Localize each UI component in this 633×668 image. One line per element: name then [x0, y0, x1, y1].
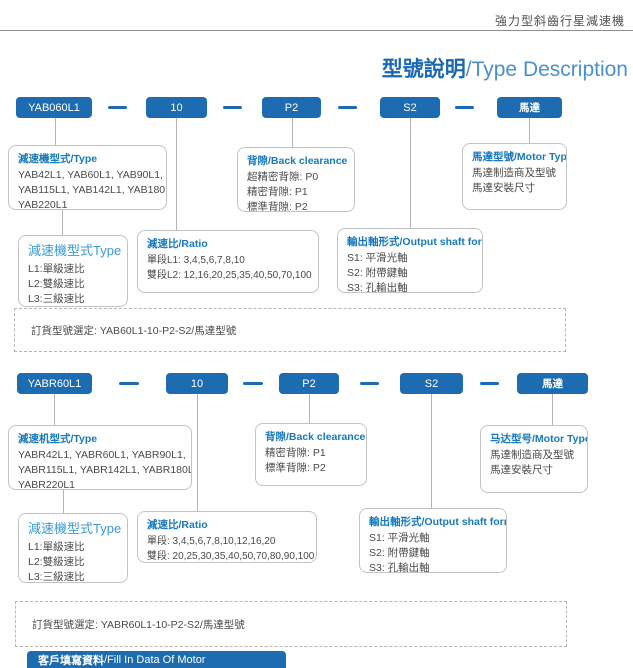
- callout-stage-line: L3:三級速比: [28, 571, 85, 583]
- callout-ratio-line: 雙段: 20,25,30,35,40,50,70,80,90,100: [147, 551, 315, 562]
- connector-line: [410, 118, 411, 228]
- connector-line: [55, 118, 56, 145]
- page-title-zh: 型號說明: [381, 58, 466, 81]
- callout-backlash: 背隙/Back clearance 精密背隙: P1 標準背隙: P2: [255, 423, 367, 486]
- callout-backlash-line: 標準背隙: P2: [265, 462, 326, 474]
- callout-stage-title: 減速機型式Type: [28, 243, 122, 258]
- code-box-ratio: 10: [146, 97, 207, 118]
- callout-type-line: YAB115L1, YAB142L1, YAB180L1,: [18, 184, 167, 196]
- callout-output-shaft-line: S2: 附帶鍵軸: [347, 267, 408, 279]
- dash-separator: [119, 382, 139, 385]
- connector-line: [197, 394, 198, 511]
- callout-motor-type: 马达型号/Motor Type 馬達制造商及型號 馬達安裝尺寸: [480, 425, 588, 493]
- connector-line: [552, 394, 553, 425]
- callout-stage-line: L2:雙級速比: [28, 556, 85, 568]
- order-note-box: 訂貨型號選定: YABR60L1-10-P2-S2/馬達型號: [15, 601, 567, 647]
- callout-motor-type-line: 馬達安裝尺寸: [472, 182, 535, 194]
- callout-type-line: YAB220L1: [18, 199, 68, 210]
- code-box-backlash: P2: [262, 97, 321, 118]
- callout-output-shaft-line: S3: 孔輸出軸: [369, 562, 430, 573]
- header-rule: [0, 30, 633, 31]
- connector-line: [63, 490, 64, 513]
- callout-output-shaft-title: 輸出軸形式/Output shaft form: [369, 516, 507, 528]
- callout-type: 減速機型式/Type YAB42L1, YAB60L1, YAB90L1, YA…: [8, 145, 167, 210]
- callout-ratio: 減速比/Ratio 單段: 3,4,5,6,7,8,10,12,16,20 雙段…: [137, 511, 317, 563]
- callout-motor-type-title: 馬達型號/Motor Type: [472, 151, 567, 163]
- callout-ratio: 減速比/Ratio 單段L1: 3,4,5,6,7,8,10 雙段L2: 12,…: [137, 230, 319, 293]
- code-box-motor: 馬達: [517, 373, 588, 394]
- callout-output-shaft-title: 輸出軸形式/Output shaft form: [347, 236, 483, 248]
- callout-output-shaft-line: S3: 孔輸出軸: [347, 282, 408, 293]
- dash-separator: [223, 106, 242, 109]
- callout-backlash: 背隙/Back clearance 超精密背隙: P0 精密背隙: P1 標準背…: [237, 147, 355, 212]
- callout-stage-line: L1:單級速比: [28, 263, 85, 275]
- code-box-model: YAB060L1: [16, 97, 92, 118]
- callout-motor-type: 馬達型號/Motor Type 馬達制造商及型號 馬達安裝尺寸: [462, 143, 567, 210]
- callout-ratio-line: 雙段L2: 12,16,20,25,35,40,50,70,100: [147, 270, 312, 281]
- callout-output-shaft-line: S2: 附帶鍵軸: [369, 547, 430, 559]
- callout-stage-title: 減速機型式Type: [28, 521, 122, 536]
- dash-separator: [243, 382, 263, 385]
- callout-output-shaft-line: S1: 平滑光軸: [347, 252, 408, 264]
- code-box-shaft: S2: [380, 97, 440, 118]
- callout-backlash-line: 超精密背隙: P0: [247, 171, 319, 183]
- callout-backlash-line: 精密背隙: P1: [265, 447, 326, 459]
- callout-ratio-line: 單段L1: 3,4,5,6,7,8,10: [147, 255, 245, 266]
- connector-line: [529, 118, 530, 143]
- callout-backlash-line: 標準背隙: P2: [247, 201, 308, 212]
- order-note: 訂貨型號選定: YAB60L1-10-P2-S2/馬達型號: [31, 324, 237, 337]
- code-box-ratio: 10: [166, 373, 228, 394]
- page-title: 型號說明/Type Description: [382, 53, 628, 83]
- callout-motor-type-title: 马达型号/Motor Type: [490, 433, 588, 445]
- callout-stage: 減速機型式Type L1:單級速比 L2:雙級速比 L3:三級速比: [18, 235, 128, 307]
- order-note: 訂貨型號選定: YABR60L1-10-P2-S2/馬達型號: [32, 618, 245, 631]
- dash-separator: [480, 382, 499, 385]
- callout-backlash-line: 精密背隙: P1: [247, 186, 308, 198]
- code-box-backlash: P2: [279, 373, 339, 394]
- callout-type: 減速机型式/Type YABR42L1, YABR60L1, YABR90L1,…: [8, 425, 192, 490]
- connector-line: [309, 394, 310, 423]
- dash-separator: [108, 106, 127, 109]
- callout-backlash-title: 背隙/Back clearance: [265, 431, 366, 443]
- code-box-shaft: S2: [400, 373, 463, 394]
- page-header-product-name: 強力型斜齒行星減速機: [494, 14, 625, 28]
- callout-stage-line: L1:單級速比: [28, 541, 85, 553]
- callout-type-title: 減速机型式/Type: [18, 433, 98, 445]
- callout-type-line: YABR115L1, YABR142L1, YABR180L1,: [18, 464, 192, 476]
- connector-line: [54, 394, 55, 425]
- connector-line: [292, 118, 293, 147]
- connector-line: [62, 210, 63, 235]
- callout-motor-type-line: 馬達制造商及型號: [472, 167, 556, 179]
- callout-stage-line: L2:雙級速比: [28, 278, 85, 290]
- callout-type-line: YABR42L1, YABR60L1, YABR90L1,: [18, 449, 186, 461]
- connector-line: [431, 394, 432, 508]
- callout-output-shaft: 輸出軸形式/Output shaft form S1: 平滑光軸 S2: 附帶鍵…: [359, 508, 507, 573]
- code-box-motor: 馬達: [497, 97, 562, 118]
- connector-line: [176, 118, 177, 230]
- footer-label-en: /Fill In Data Of Motor: [104, 653, 206, 666]
- dash-separator: [338, 106, 357, 109]
- footer-label-zh: 客戶填寫資料: [38, 654, 104, 667]
- callout-ratio-title: 減速比/Ratio: [147, 519, 208, 531]
- callout-type-line: YAB42L1, YAB60L1, YAB90L1,: [18, 169, 163, 181]
- callout-stage-line: L3:三級速比: [28, 293, 85, 305]
- footer-bar: 客戶填寫資料/Fill In Data Of Motor: [27, 651, 286, 668]
- callout-type-line: YABR220L1: [18, 479, 76, 490]
- callout-output-shaft: 輸出軸形式/Output shaft form S1: 平滑光軸 S2: 附帶鍵…: [337, 228, 483, 293]
- dash-separator: [455, 106, 474, 109]
- callout-stage: 減速機型式Type L1:單級速比 L2:雙級速比 L3:三級速比: [18, 513, 128, 583]
- page-title-en: /Type Description: [465, 58, 628, 81]
- callout-ratio-line: 單段: 3,4,5,6,7,8,10,12,16,20: [147, 536, 276, 547]
- code-box-model: YABR60L1: [17, 373, 92, 394]
- callout-ratio-title: 減速比/Ratio: [147, 238, 208, 250]
- callout-type-title: 減速機型式/Type: [18, 153, 98, 165]
- dash-separator: [360, 382, 379, 385]
- callout-motor-type-line: 馬達制造商及型號: [490, 449, 574, 461]
- callout-output-shaft-line: S1: 平滑光軸: [369, 532, 430, 544]
- callout-backlash-title: 背隙/Back clearance: [247, 155, 348, 167]
- order-note-box: 訂貨型號選定: YAB60L1-10-P2-S2/馬達型號: [14, 308, 566, 352]
- callout-motor-type-line: 馬達安裝尺寸: [490, 464, 553, 476]
